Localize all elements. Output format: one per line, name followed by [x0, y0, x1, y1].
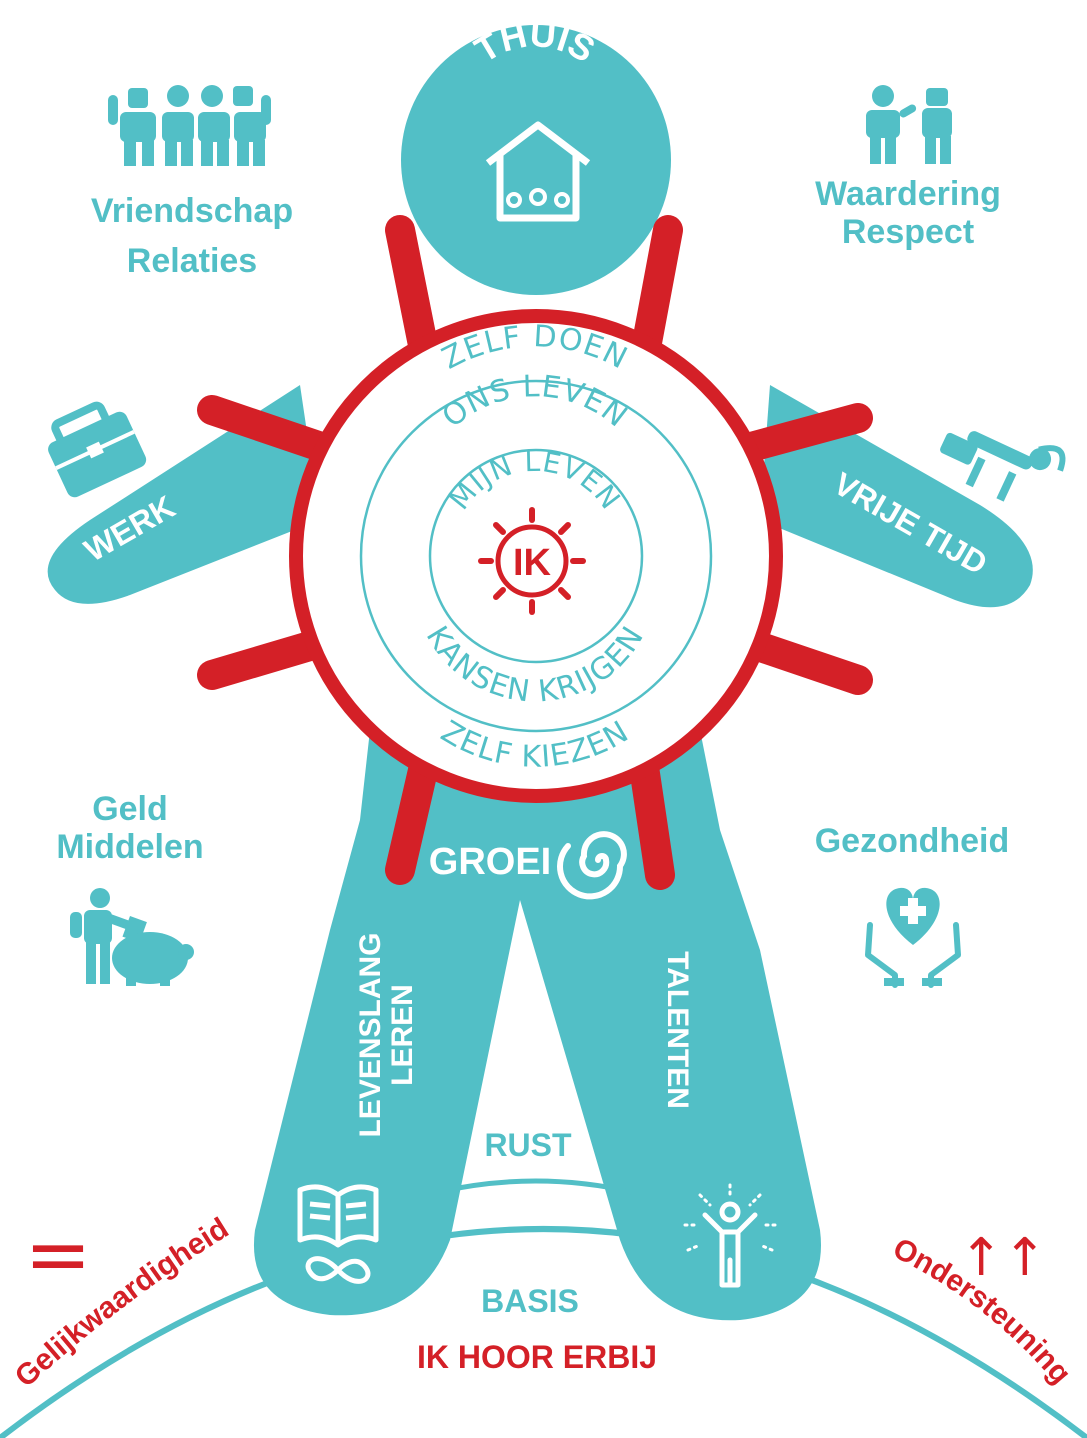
group-of-friends-icon: [108, 85, 271, 166]
label-geld: Geld: [92, 790, 168, 828]
shining-person-icon: [683, 1183, 777, 1288]
rust-label: RUST: [484, 1127, 572, 1163]
label-gezondheid: Gezondheid: [815, 822, 1010, 860]
inner-ring: [428, 448, 644, 664]
book-infinity-icon: [297, 1184, 379, 1284]
lounge-chair-icon: [940, 431, 1066, 502]
leg-label-leren: LEREN: [386, 984, 419, 1086]
label-middelen: Middelen: [56, 828, 203, 866]
label-waardering: Waardering: [815, 175, 1001, 213]
ik-wheel-icon: [478, 507, 586, 615]
spiral-icon: [557, 831, 627, 900]
briefcase-icon: [48, 401, 147, 498]
ground-arc: [0, 1226, 1087, 1438]
middle-ring: [359, 379, 713, 733]
rust-arc: [437, 1178, 633, 1195]
leg-label-talenten: TALENTEN: [661, 951, 694, 1109]
heart-in-hands-icon: [865, 887, 961, 988]
leg-label-levenslang: LEVENSLANG: [354, 932, 387, 1137]
ik-label: IK: [513, 542, 552, 584]
two-people-handshake-icon: [866, 85, 952, 164]
piggy-bank-icon: [70, 888, 194, 986]
groei-label: GROEI: [429, 841, 551, 883]
ik-hoor-erbij-label: IK HOOR ERBIJ: [417, 1339, 657, 1375]
basis-label: BASIS: [481, 1283, 579, 1319]
label-respect: Respect: [842, 213, 974, 251]
wheel-outer-ring: [289, 309, 783, 803]
up-arrows-symbol: ↑↑: [959, 1228, 1046, 1288]
label-vriendschap: Vriendschap: [91, 192, 293, 230]
label-relaties: Relaties: [127, 242, 257, 280]
house-with-family-icon: [485, 121, 591, 222]
equals-symbol: =: [24, 1208, 91, 1301]
